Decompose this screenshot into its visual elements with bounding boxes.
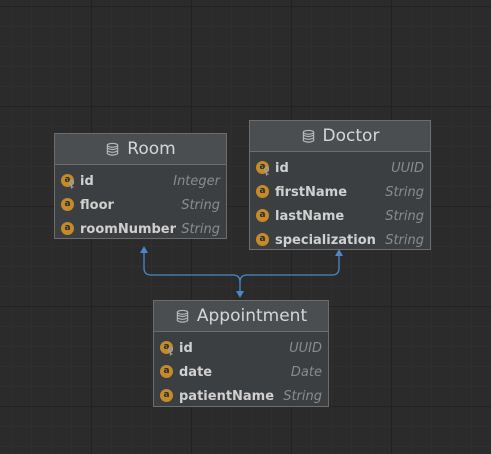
appointment-table-header[interactable]: Appointment: [154, 301, 328, 332]
field-name: id: [179, 340, 193, 356]
doctor-table-header[interactable]: Doctor: [250, 121, 430, 152]
field-badge: a: [61, 174, 74, 187]
field-badge: a: [256, 185, 269, 198]
key-icon: [68, 180, 75, 189]
field-type: UUID: [391, 160, 424, 176]
field-icon: a: [256, 209, 270, 223]
room-table-header[interactable]: Room: [55, 134, 226, 165]
field-type: String: [385, 184, 424, 200]
field-badge: a: [256, 209, 269, 222]
field-type: String: [181, 221, 220, 237]
primary-key-field-icon: a: [61, 174, 75, 189]
field-name: floor: [80, 197, 114, 213]
room-arrowhead: [140, 246, 148, 253]
appointment-arrowhead: [236, 291, 244, 298]
field-type: String: [181, 197, 220, 213]
primary-key-field-icon: a: [256, 161, 270, 176]
key-icon: [167, 347, 174, 356]
table-row[interactable]: a specialization String: [250, 228, 430, 252]
key-icon: [263, 167, 270, 176]
field-icon: a: [61, 198, 75, 212]
field-type: Date: [290, 364, 322, 380]
field-name: lastName: [275, 208, 345, 224]
field-type: String: [385, 232, 424, 248]
field-icon: a: [61, 222, 75, 236]
field-name: firstName: [275, 184, 348, 200]
field-icon: a: [256, 185, 270, 199]
room-appointment-link: [143, 253, 241, 291]
table-row[interactable]: a lastName String: [250, 204, 430, 228]
field-badge: a: [61, 198, 74, 211]
doctor-appointment-link: [239, 256, 340, 283]
field-type: Integer: [173, 173, 220, 189]
field-name: specialization: [275, 232, 376, 248]
room-table-title: Room: [127, 139, 176, 159]
field-name: id: [275, 160, 289, 176]
database-table-icon: [302, 129, 314, 143]
field-badge: a: [160, 365, 173, 378]
field-icon: a: [256, 233, 270, 247]
database-table-icon: [107, 142, 119, 156]
field-icon: a: [160, 365, 174, 379]
field-icon: a: [160, 389, 174, 403]
field-name: id: [80, 173, 94, 189]
field-type: UUID: [289, 340, 322, 356]
field-type: String: [385, 208, 424, 224]
database-table-icon: [176, 309, 189, 323]
field-badge: a: [256, 161, 269, 174]
field-badge: a: [160, 389, 173, 402]
field-name: patientName: [179, 388, 275, 404]
appointment-table-title: Appointment: [196, 306, 308, 326]
table-row[interactable]: a patientName String: [154, 384, 328, 408]
primary-key-field-icon: a: [160, 341, 174, 356]
field-type: String: [283, 388, 322, 404]
field-badge: a: [256, 233, 269, 246]
field-name: roomNumber: [80, 221, 177, 237]
doctor-table-title: Doctor: [322, 126, 380, 146]
field-badge: a: [160, 341, 173, 354]
table-row[interactable]: a firstName String: [250, 180, 430, 204]
doctor-arrowhead: [335, 249, 343, 256]
field-name: date: [179, 364, 213, 380]
field-badge: a: [61, 222, 74, 235]
